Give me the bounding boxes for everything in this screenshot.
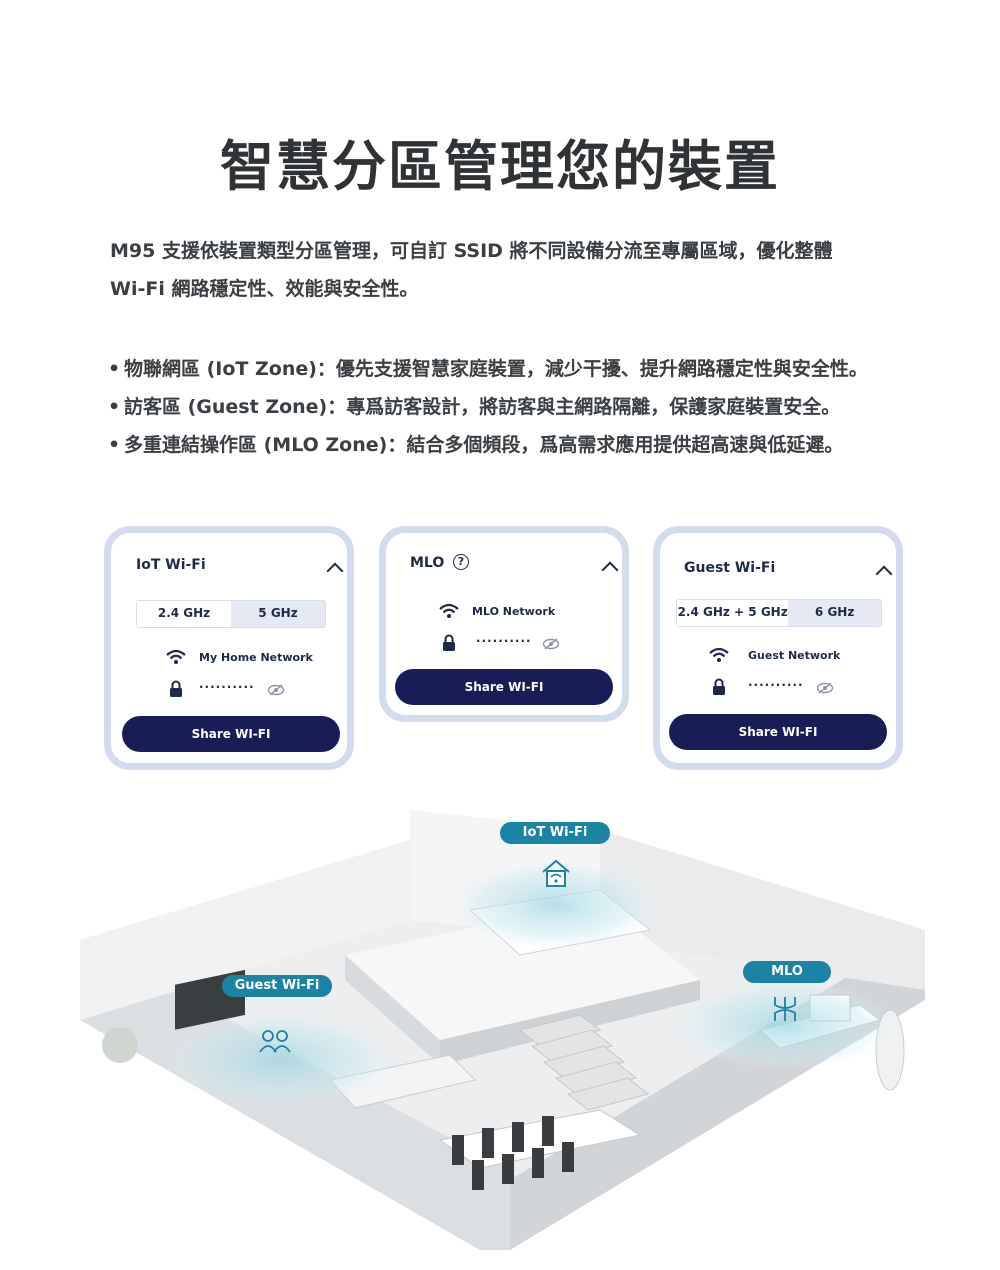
mlo-zone-label: MLO <box>743 961 831 983</box>
iot-share-wifi-button[interactable]: Share WI-FI <box>122 716 340 752</box>
feature-mlo: •多重連結操作區 (MLO Zone)：結合多個頻段，爲高需求應用提供超高速與低… <box>108 434 844 456</box>
feature-mlo-text: 多重連結操作區 (MLO Zone)：結合多個頻段，爲高需求應用提供超高速與低延… <box>124 434 844 456</box>
band-option-2g[interactable]: 2.4 GHz <box>137 601 231 627</box>
lock-icon <box>170 680 182 697</box>
guest-zone-label: Guest Wi-Fi <box>222 975 332 997</box>
feature-iot-text: 物聯網區 (IoT Zone)：優先支援智慧家庭裝置，減少干擾、提升網路穩定性與… <box>124 358 868 380</box>
band-option-6g[interactable]: 6 GHz <box>814 605 855 619</box>
iot-wifi-card: IoT Wi-Fi 2.4 GHz 5 GHz My Home Network … <box>104 526 354 770</box>
guest-band-selector[interactable]: 2.4 GHz + 5 GHz 6 GHz <box>676 599 882 627</box>
mlo-share-wifi-button[interactable]: Share WI-FI <box>395 669 613 705</box>
iot-zone-label: IoT Wi-Fi <box>500 822 610 844</box>
mlo-password: ·········· <box>476 634 532 648</box>
feature-guest: •訪客區 (Guest Zone)：專爲訪客設計，將訪客與主網路隔離，保護家庭裝… <box>108 396 841 418</box>
hide-password-icon[interactable] <box>816 682 834 694</box>
guest-wifi-card: Guest Wi-Fi 2.4 GHz + 5 GHz 6 GHz Guest … <box>653 526 903 770</box>
band-option-5g[interactable]: 5 GHz <box>258 606 298 620</box>
lock-icon <box>443 634 455 651</box>
hide-password-icon[interactable] <box>542 638 560 650</box>
wifi-icon <box>709 647 729 662</box>
feature-list: •物聯網區 (IoT Zone)：優先支援智慧家庭裝置，減少干擾、提升網路穩定性… <box>108 350 968 464</box>
guest-password: ·········· <box>748 678 804 692</box>
mlo-card-title: MLO <box>410 555 445 571</box>
iot-card-title: IoT Wi-Fi <box>136 557 206 573</box>
mlo-network-name: MLO Network <box>472 605 556 618</box>
wifi-icon <box>439 603 459 618</box>
iot-password: ·········· <box>199 680 255 694</box>
iot-network-name: My Home Network <box>199 651 313 664</box>
feature-iot: •物聯網區 (IoT Zone)：優先支援智慧家庭裝置，減少干擾、提升網路穩定性… <box>108 358 868 380</box>
guest-share-wifi-button[interactable]: Share WI-FI <box>669 714 887 750</box>
smart-home-icon <box>542 859 570 887</box>
mlo-card: MLO ? MLO Network ·········· Share WI-FI <box>379 526 629 722</box>
collapse-chevron-icon[interactable] <box>601 561 619 579</box>
home-zone-illustration: IoT Wi-Fi Guest Wi-Fi MLO <box>80 790 940 1260</box>
collapse-chevron-icon[interactable] <box>326 562 344 580</box>
band-option-2g-5g[interactable]: 2.4 GHz + 5 GHz <box>677 600 789 626</box>
house-cutaway-image <box>80 810 925 1250</box>
iot-band-selector[interactable]: 2.4 GHz 5 GHz <box>136 600 326 628</box>
guests-group-icon <box>259 1030 291 1053</box>
page-title: 智慧分區管理您的裝置 <box>220 135 780 198</box>
wifi-icon <box>166 649 186 664</box>
guest-zone-coverage <box>165 1012 395 1108</box>
guest-network-name: Guest Network <box>748 649 841 662</box>
mlo-zone-coverage <box>675 980 895 1070</box>
hide-password-icon[interactable] <box>267 684 285 696</box>
guest-card-title: Guest Wi-Fi <box>684 560 776 576</box>
lock-icon <box>713 678 725 695</box>
intro-text: M95 支援依裝置類型分區管理，可自訂 SSID 將不同設備分流至專屬區域，優化… <box>110 232 910 308</box>
help-icon[interactable]: ? <box>453 554 469 570</box>
collapse-chevron-icon[interactable] <box>875 565 893 583</box>
iot-zone-coverage <box>450 860 660 950</box>
intro-line-1: M95 支援依裝置類型分區管理，可自訂 SSID 將不同設備分流至專屬區域，優化… <box>110 240 833 262</box>
multi-link-icon <box>774 997 796 1021</box>
feature-guest-text: 訪客區 (Guest Zone)：專爲訪客設計，將訪客與主網路隔離，保護家庭裝置… <box>124 396 841 418</box>
intro-line-2: Wi-Fi 網路穩定性、效能與安全性。 <box>110 278 419 300</box>
